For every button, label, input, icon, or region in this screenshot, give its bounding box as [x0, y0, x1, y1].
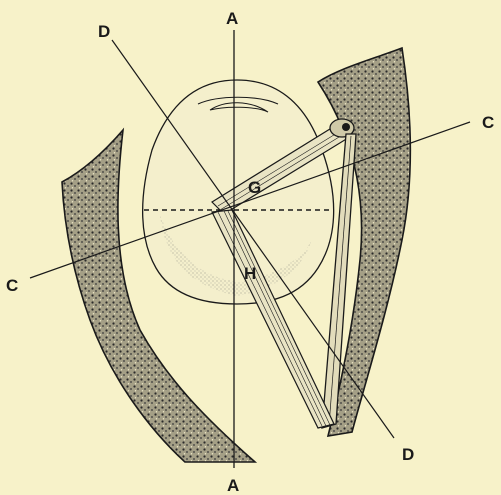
label-g: G [248, 178, 261, 197]
label-d-top: D [98, 22, 110, 41]
label-h: H [244, 264, 256, 283]
label-a-top: A [226, 9, 238, 28]
label-c-right: C [482, 113, 494, 132]
label-a-bottom: A [227, 476, 239, 495]
label-c-left: C [6, 276, 18, 295]
label-d-bottom: D [402, 445, 414, 464]
